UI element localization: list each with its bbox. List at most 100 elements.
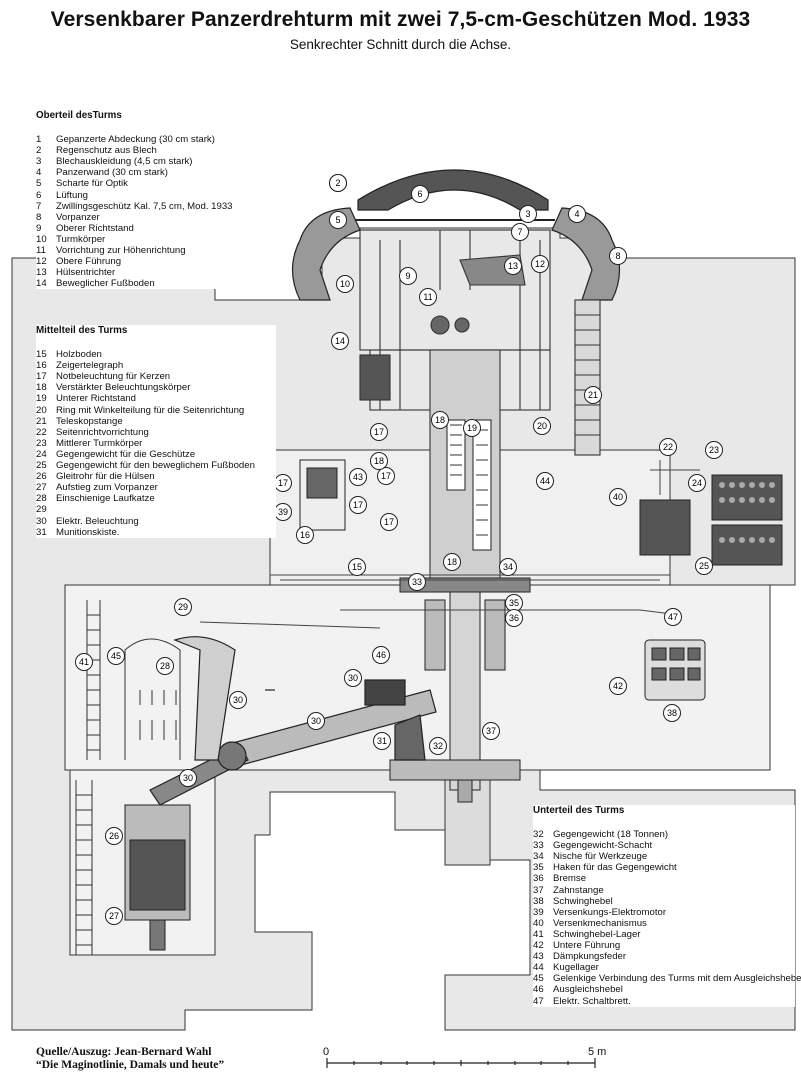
legend-item-text: Lüftung [56,189,89,201]
callout-number: 11 [423,292,432,302]
callout-number: 33 [412,577,422,587]
legend-item-text: Hülsentrichter [56,267,116,279]
callout-number: 17 [278,478,288,488]
legend-item-number: 3 [36,156,42,168]
callout-number: 30 [183,773,193,783]
legend-item-text: Bremse [553,873,587,885]
callout-marker [411,185,429,203]
legend-item-number: 9 [36,222,42,234]
source-line: Quelle/Auszug: Jean-Bernard Wahl [36,1046,212,1058]
callout-marker [609,247,627,265]
callout-number: 43 [353,472,363,482]
legend-item-text: Zahnstange [553,884,604,896]
legend-item-number: 33 [533,840,544,852]
callout-number: 18 [435,415,445,425]
legend-item-text: Munitionskiste. [56,526,120,538]
legend-item-text: Gegengewicht (18 Tonnen) [553,829,669,841]
callout-number: 10 [340,279,350,289]
callout-number: 37 [486,726,496,736]
legend-item-number: 25 [36,460,47,472]
callout-number: 24 [692,478,702,488]
callout-marker [329,174,347,192]
callout-marker [663,704,681,722]
legend-item-number: 12 [36,256,47,268]
legend-item-number: 30 [36,515,47,527]
callout-number: 5 [335,215,340,225]
legend-item-number: 8 [36,211,42,223]
callout-marker [519,205,537,223]
legend-item-number: 45 [533,973,544,985]
legend-item-number: 7 [36,200,42,212]
callout-number: 35 [509,598,519,608]
callout-marker [705,441,723,459]
legend-item-number: 46 [533,984,544,996]
legend-item-number: 27 [36,482,47,494]
legend-item-text: Vorpanzer [56,211,100,223]
legend-item-text: Untere Führung [553,940,621,952]
legend-item-number: 34 [533,851,544,863]
callout-marker [659,438,677,456]
legend-heading: Mittelteil des Turms [36,325,128,336]
legend-item-number: 24 [36,448,47,460]
callout-number: 34 [503,562,513,572]
legend-item-text: Seitenrichtvorrichtung [56,426,149,438]
callout-marker [179,769,197,787]
legend-item-text: Ring mit Winkelteilung für die Seitenric… [56,404,245,416]
callout-number: 46 [376,650,386,660]
callout-marker [75,653,93,671]
callout-marker [399,267,417,285]
legend-item-number: 31 [36,526,47,538]
callout-number: 42 [613,681,623,691]
legend-item-number: 19 [36,393,47,405]
callout-number: 2 [335,178,340,188]
callout-number: 12 [535,259,545,269]
legend-item-text: Zeigertelegraph [56,360,124,372]
callout-number: 29 [178,602,188,612]
legend-item-text: Einschienige Laufkatze [56,493,155,505]
callout-marker [499,558,517,576]
callout-number: 31 [377,736,387,746]
legend-item: 29 [36,504,276,515]
callout-marker [174,598,192,616]
source-line: “Die Maginotlinie, Damals und heute” [36,1059,225,1071]
legend-item-text: Zwillingsgeschütz Kal. 7,5 cm, Mod. 1933 [56,200,233,212]
callout-number: 32 [433,741,443,751]
legend-item-number: 42 [533,940,544,952]
legend-item-number: 2 [36,145,42,157]
callout-marker [370,452,388,470]
callout-number: 6 [417,189,422,199]
legend-item-text: Unterer Richtstand [56,393,136,405]
callout-marker [511,223,529,241]
scale-start-label: 0 [323,1046,330,1058]
callout-marker [156,657,174,675]
legend-item: 19 Unterer Richtstand [36,393,276,404]
legend-heading: Unterteil des Turms [533,805,625,816]
legend-item-text: Haken für das Gegengewicht [553,862,677,874]
legend-item-number: 29 [36,504,47,516]
